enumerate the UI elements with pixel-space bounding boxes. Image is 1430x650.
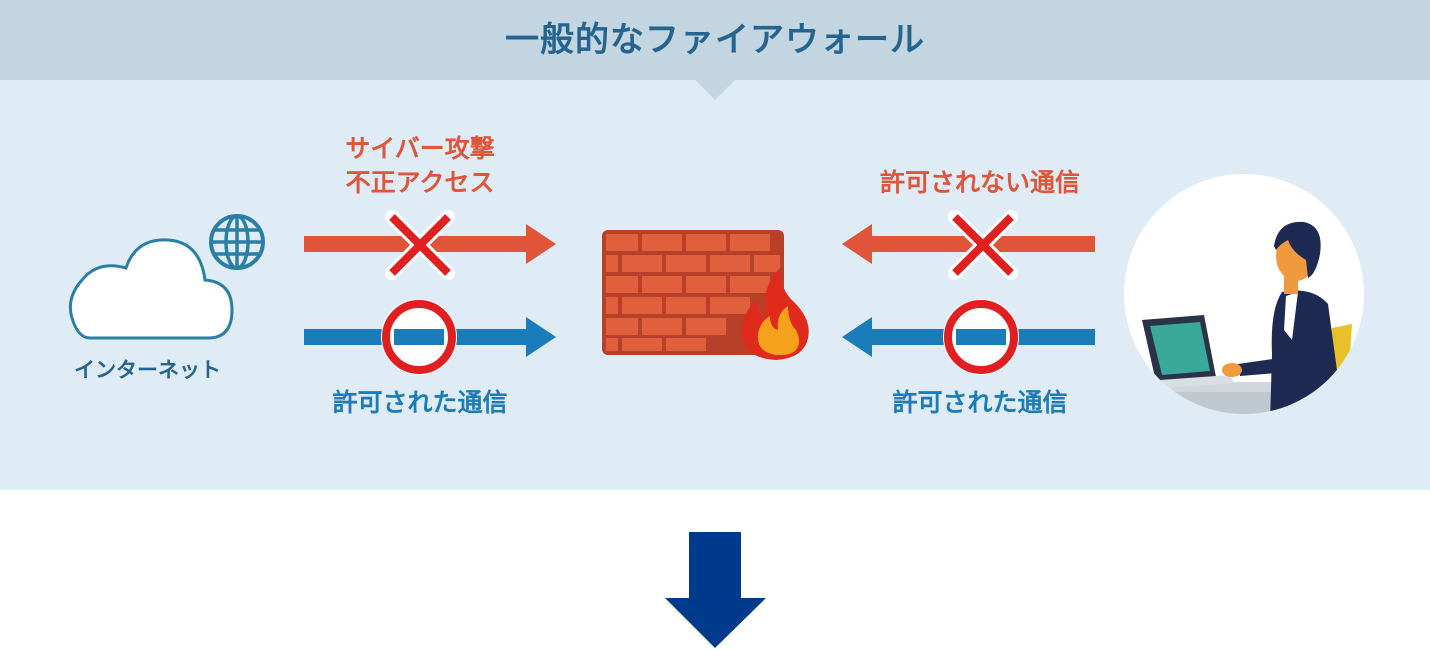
brick-wall-icon — [602, 230, 784, 355]
user-icon-group — [1124, 174, 1364, 414]
right-circle-icon — [943, 299, 1019, 375]
header-pointer — [695, 80, 735, 100]
header-bar: 一般的なファイアウォール — [0, 0, 1430, 80]
right-blocked-label: 許可されない通信 — [879, 168, 1080, 197]
internet-label: インターネット — [74, 358, 221, 382]
internet-icon-group — [68, 214, 265, 340]
globe-icon — [209, 214, 265, 270]
left-blocked-label-line1: サイバー攻撃 — [345, 134, 495, 163]
left-arrows — [304, 210, 556, 375]
right-arrows — [842, 210, 1095, 375]
left-blocked-label-line2: 不正アクセス — [345, 168, 495, 197]
cloud-icon — [68, 238, 234, 340]
right-cross-icon — [948, 210, 1018, 280]
left-cross-icon — [385, 210, 455, 280]
fire-icon — [741, 268, 809, 360]
firewall-icon-group — [602, 230, 809, 360]
left-circle-icon — [381, 299, 457, 375]
right-allowed-label: 許可された通信 — [892, 388, 1068, 417]
down-arrow-icon — [665, 532, 766, 648]
left-allowed-label: 許可された通信 — [332, 388, 508, 417]
page-title: 一般的なファイアウォール — [505, 20, 925, 60]
